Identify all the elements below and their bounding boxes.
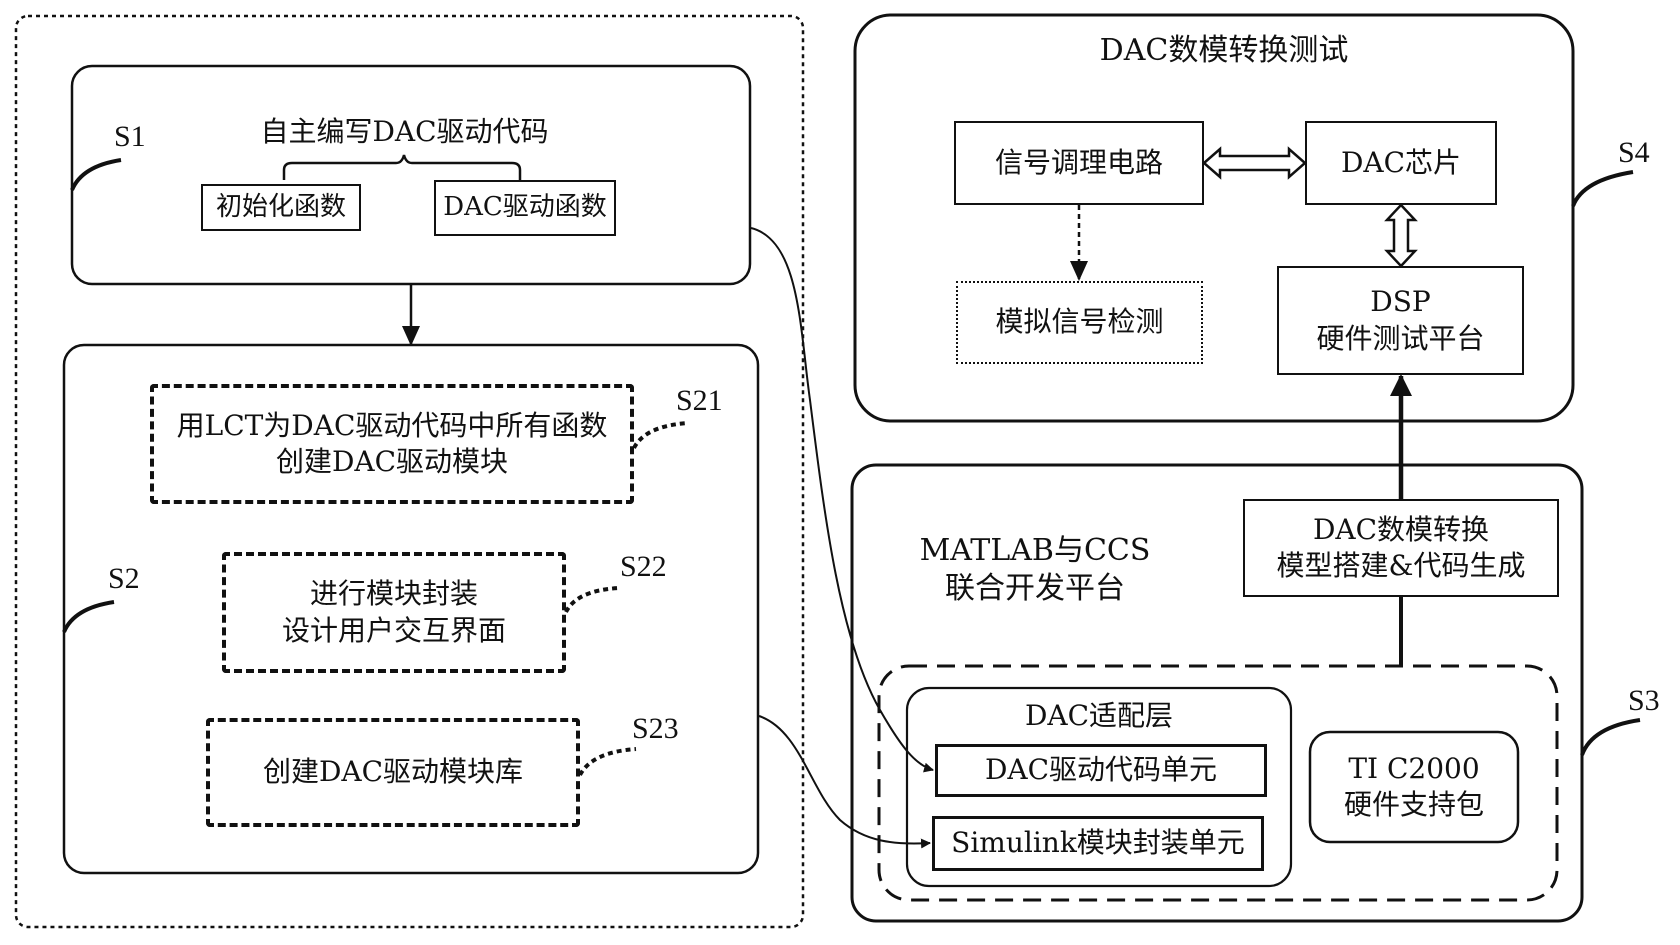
s1-child-init-functions: 初始化函数 (201, 184, 361, 231)
s1-child-init-functions-label: 初始化函数 (215, 191, 346, 222)
simulink-encapsulation-unit-box: Simulink模块封装单元 (932, 816, 1264, 871)
s22-line-2: 设计用户交互界面 (281, 613, 506, 647)
adapter-layer-border (905, 686, 1293, 888)
s22-box: 进行模块封装 设计用户交互界面 (222, 552, 566, 673)
s4-step-label: S4 (1618, 136, 1650, 169)
s2-box-border (62, 343, 760, 875)
adapter-layer-title: DAC适配层 (1024, 699, 1174, 732)
s21-box: 用LCT为DAC驱动代码中所有函数 创建DAC驱动模块 (150, 384, 634, 504)
s3-inner-dashed-group (877, 664, 1559, 902)
analog-signal-detection-box: 模拟信号检测 (956, 281, 1203, 364)
s22-line-1: 进行模块封装 (309, 577, 478, 611)
s21-line-2: 创建DAC驱动模块 (275, 445, 509, 478)
hardware-test-platform-label: 硬件测试平台 (1316, 321, 1485, 355)
s1-to-driver-unit-connector (750, 227, 934, 773)
double-arrow-vertical (1384, 203, 1418, 268)
model-build-codegen-box: DAC数模转换 模型搭建&代码生成 (1243, 499, 1559, 597)
s23-step-label: S23 (632, 712, 679, 745)
ti-c2000-line-2: 硬件支持包 (1343, 788, 1484, 821)
signal-conditioning-circuit-label: 信号调理电路 (994, 145, 1163, 179)
s22-leader (564, 586, 621, 614)
double-arrow-horizontal (1202, 146, 1307, 180)
left-group-border (14, 14, 805, 929)
s21-leader (632, 421, 689, 449)
s23-leader (578, 747, 637, 777)
s3-leader (1580, 718, 1641, 756)
simulink-encapsulation-unit-label: Simulink模块封装单元 (951, 826, 1245, 860)
platform-title-line-1: MATLAB与CCS (919, 533, 1151, 568)
s21-line-1: 用LCT为DAC驱动代码中所有函数 (176, 408, 608, 442)
s1-child-dac-driver-functions: DAC驱动函数 (434, 180, 616, 236)
platform-title: MATLAB与CCS 联合开发平台 (900, 532, 1170, 607)
s2-leader (62, 600, 115, 633)
signal-conditioning-circuit-box: 信号调理电路 (954, 121, 1204, 205)
model-box-line-1: DAC数模转换 (1312, 512, 1490, 546)
s23-box: 创建DAC驱动模块库 (206, 718, 580, 827)
s22-step-label: S22 (620, 550, 667, 583)
s1-title: 自主编写DAC驱动代码 (260, 115, 549, 148)
s4-box-border (853, 13, 1575, 423)
s23-to-simulink-unit-connector (758, 715, 931, 849)
s1-box-border (70, 64, 752, 286)
dac-chip-label: DAC芯片 (1340, 145, 1462, 179)
dac-driver-code-unit-box: DAC驱动代码单元 (935, 744, 1267, 797)
dsp-label: DSP (1370, 285, 1431, 319)
s1-brace (282, 154, 522, 180)
ti-c2000-border (1308, 730, 1520, 844)
s3-step-label: S3 (1628, 684, 1660, 717)
s4-title: DAC数模转换测试 (1099, 33, 1349, 68)
ti-c2000-support-package: TI C2000 硬件支持包 (1310, 732, 1518, 842)
analog-signal-detection-label: 模拟信号检测 (995, 305, 1164, 339)
platform-title-line-2: 联合开发平台 (945, 570, 1125, 606)
s23-line-1: 创建DAC驱动模块库 (262, 755, 524, 789)
ti-c2000-line-1: TI C2000 (1348, 751, 1480, 785)
s3-box-border (850, 463, 1584, 923)
s1-leader (70, 158, 122, 191)
s4-leader (1571, 170, 1634, 207)
s1-step-label: S1 (114, 120, 146, 153)
dac-driver-code-unit-label: DAC驱动代码单元 (984, 753, 1218, 787)
dac-chip-box: DAC芯片 (1305, 121, 1497, 205)
s2-step-label: S2 (108, 562, 140, 595)
model-box-line-2: 模型搭建&代码生成 (1276, 549, 1526, 582)
dsp-test-platform-box: DSP 硬件测试平台 (1277, 266, 1524, 375)
s1-child-dac-driver-functions-label: DAC驱动函数 (443, 192, 607, 223)
s21-step-label: S21 (676, 384, 723, 417)
